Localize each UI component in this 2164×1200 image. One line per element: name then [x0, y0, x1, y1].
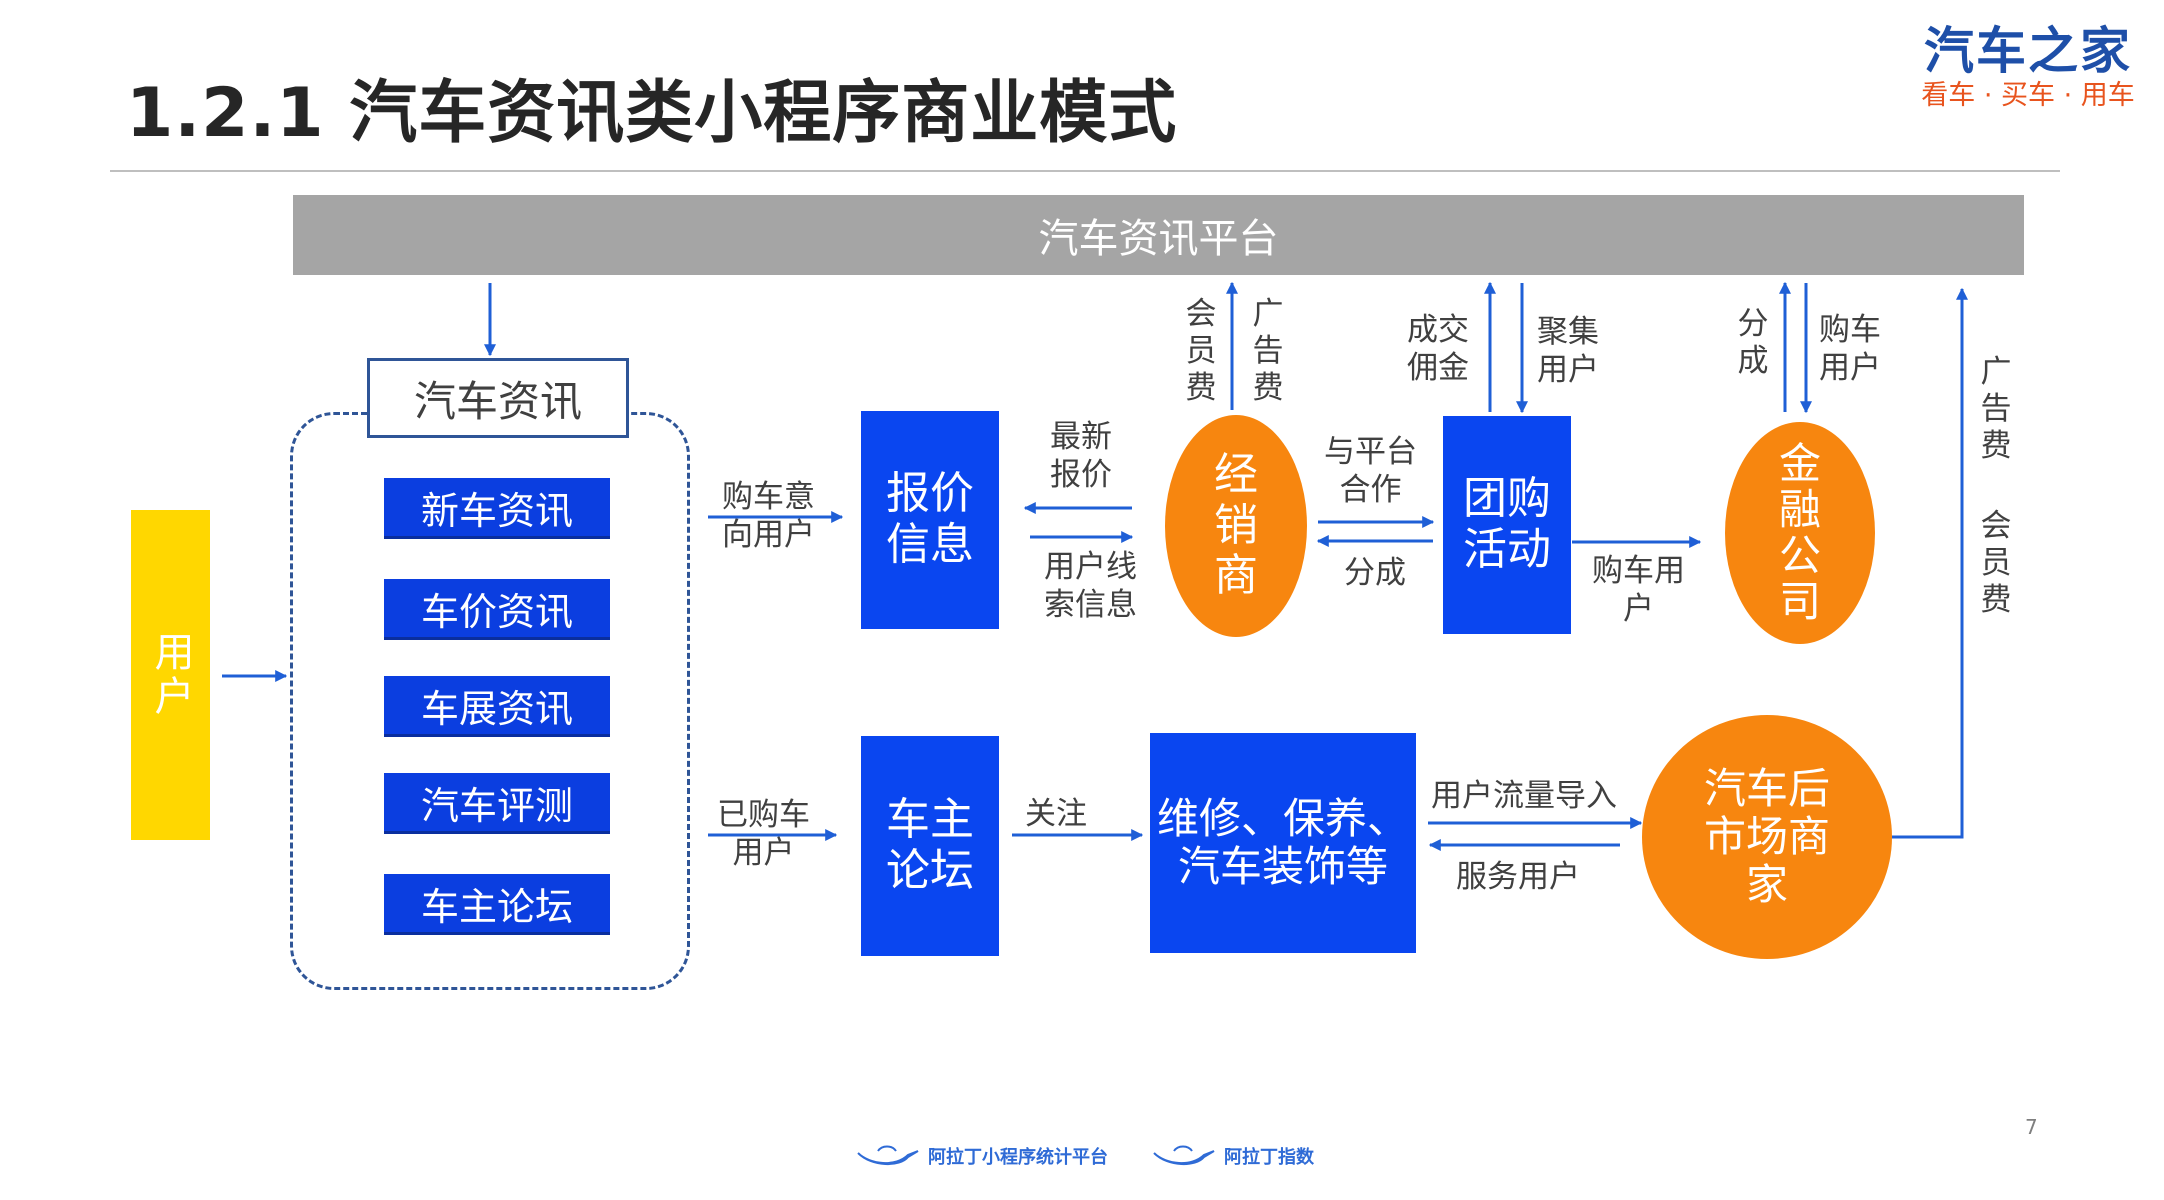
- label-platform-coop: 与平台 合作: [1324, 434, 1417, 508]
- label-revenue-share-dealer: 分成: [1344, 555, 1406, 591]
- footer-logo-aladdin-stats: 阿拉丁小程序统计平台: [856, 1143, 1108, 1169]
- label-ad-fee: 广告费: [1252, 296, 1284, 407]
- news-item-car-prices: 车价资讯: [384, 579, 610, 640]
- services-box: 维修、保养、 汽车装饰等: [1150, 733, 1416, 953]
- aftermarket-merchant-node: 汽车后 市场商 家: [1642, 715, 1892, 959]
- label-user-leads: 用户线 索信息: [1044, 549, 1137, 623]
- label-buy-intent-users: 购车意 向用户: [722, 479, 815, 553]
- label-car-buyers: 购车用 户: [1592, 553, 1685, 627]
- news-item-auto-shows: 车展资讯: [384, 676, 610, 737]
- label-gather-users: 聚集 用户: [1537, 314, 1599, 388]
- label-buyer-users-finance: 购车 用户: [1819, 312, 1881, 386]
- user-box: 用户: [131, 510, 210, 840]
- news-item-new-cars: 新车资讯: [384, 478, 610, 539]
- news-group-title: 汽车资讯: [367, 358, 629, 438]
- brand-logo: 汽车之家 看车 · 买车 · 用车: [1918, 26, 2138, 109]
- brand-slogan: 看车 · 买车 · 用车: [1921, 80, 2135, 111]
- label-commission: 成交 佣金: [1407, 312, 1469, 386]
- label-right-ad-fee: 广告费: [1980, 354, 2012, 465]
- platform-bar: 汽车资讯平台: [293, 195, 2024, 275]
- footer-logo-aladdin-index: 阿拉丁指数: [1152, 1143, 1314, 1169]
- title-divider: [110, 170, 2060, 172]
- label-right-member-fee: 会员费: [1980, 508, 2012, 619]
- lamp-icon: [857, 1145, 919, 1165]
- lamp-icon: [1153, 1145, 1215, 1165]
- page-number: 7: [2025, 1115, 2038, 1139]
- finance-company-node: 金 融 公 司: [1725, 422, 1875, 644]
- user-label: 用户: [147, 631, 194, 719]
- label-follow: 关注: [1025, 796, 1087, 832]
- label-bought-users: 已购车 用户: [717, 797, 810, 871]
- news-item-owner-forum: 车主论坛: [384, 874, 610, 935]
- brand-name: 汽车之家: [1924, 22, 2132, 80]
- footer-logo1-text: 阿拉丁小程序统计平台: [928, 1147, 1108, 1168]
- footer-logo2-text: 阿拉丁指数: [1224, 1147, 1314, 1168]
- owner-forum-box: 车主 论坛: [861, 736, 999, 956]
- page-title: 1.2.1 汽车资讯类小程序商业模式: [126, 74, 1178, 153]
- quote-info-box: 报价 信息: [861, 411, 999, 629]
- arrow-aftermarket-to-platform: [1892, 287, 1968, 839]
- label-member-fee: 会员费: [1185, 296, 1217, 407]
- news-item-car-reviews: 汽车评测: [384, 773, 610, 834]
- label-revenue-share-finance: 分成: [1737, 306, 1769, 380]
- label-serve-users: 服务用户: [1456, 859, 1580, 895]
- label-latest-quote: 最新 报价: [1050, 419, 1112, 493]
- dealer-node: 经 销 商: [1165, 415, 1307, 637]
- group-buy-box: 团购 活动: [1443, 416, 1571, 634]
- label-traffic-import: 用户流量导入: [1431, 778, 1617, 814]
